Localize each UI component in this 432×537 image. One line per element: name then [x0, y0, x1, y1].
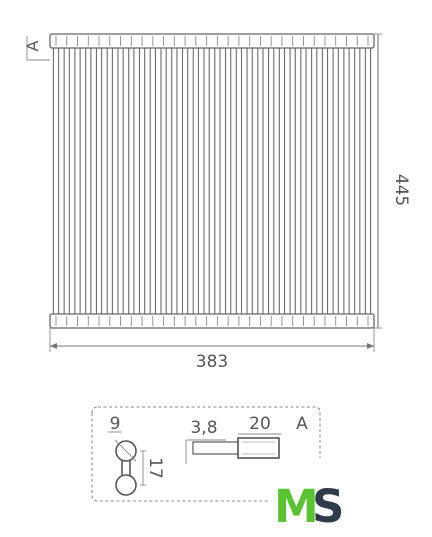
- logo-letter-m: M: [274, 480, 315, 533]
- rod: [138, 46, 146, 316]
- rod: [128, 46, 135, 316]
- rod: [224, 46, 232, 316]
- section-mark-label: A: [23, 40, 42, 51]
- rod: [181, 46, 189, 316]
- height-dim-label: 445: [391, 174, 411, 206]
- width-dim-label: 383: [196, 352, 228, 372]
- rod: [171, 46, 178, 316]
- rod: [300, 46, 307, 316]
- rod: [354, 46, 361, 316]
- rod: [52, 46, 60, 316]
- rod: [289, 46, 296, 316]
- rod: [149, 46, 156, 316]
- logo-letter-s: S: [312, 480, 344, 533]
- rod: [332, 46, 339, 316]
- rod: [85, 46, 92, 316]
- ms-logo: M S: [274, 480, 344, 533]
- rod: [311, 46, 318, 316]
- rod-spacing-label: 17: [145, 457, 165, 479]
- rod: [192, 46, 200, 316]
- rod: [257, 46, 264, 316]
- section-marker: A: [23, 36, 50, 61]
- rod: [214, 46, 221, 316]
- rod: [343, 46, 350, 316]
- rod: [321, 46, 329, 316]
- rod: [74, 46, 81, 316]
- end-length-label: 20: [249, 414, 271, 434]
- rod: [268, 46, 275, 316]
- rod: [117, 46, 124, 316]
- rod: [235, 46, 243, 316]
- detail-box: [91, 406, 321, 502]
- width-dimension: 383: [49, 328, 375, 372]
- height-dimension: 445: [374, 33, 411, 329]
- rod: [203, 46, 210, 316]
- rod: [246, 46, 253, 316]
- top-end-strip: [49, 33, 375, 49]
- rod: [106, 46, 113, 316]
- rod-diameter-label: 9: [110, 414, 121, 434]
- end-diameter-label: 3,8: [190, 418, 217, 438]
- mat-rods: [52, 46, 372, 316]
- section-label: A: [296, 414, 308, 434]
- rod: [278, 46, 286, 316]
- rod: [63, 46, 70, 316]
- rod: [95, 46, 103, 316]
- bottom-end-strip: [49, 313, 375, 329]
- rod-cross-section: 9 17: [108, 414, 165, 496]
- rod-end-detail: 3,8 20 A: [185, 414, 308, 464]
- rod: [160, 46, 167, 316]
- rod: [364, 46, 372, 316]
